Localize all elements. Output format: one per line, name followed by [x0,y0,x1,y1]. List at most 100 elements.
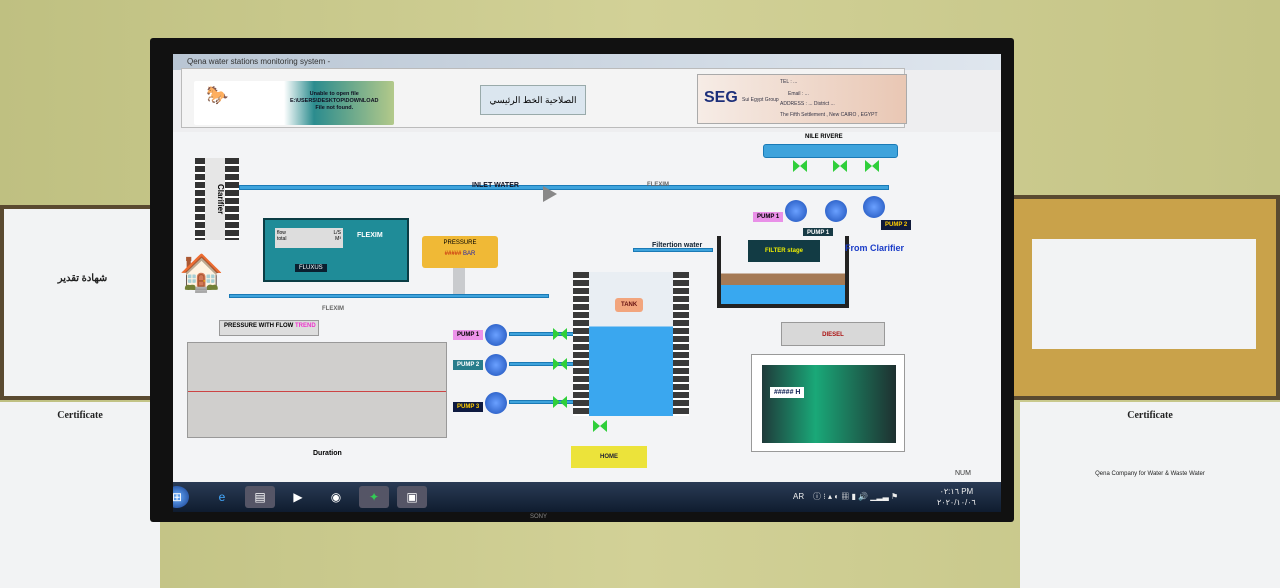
company-email: Email : ... [788,91,809,97]
scada-app-icon[interactable]: ✦ [359,486,389,508]
certificate-frame-right-top [1008,195,1280,400]
valve-icon[interactable] [793,160,807,172]
filter-stage-label: FILTER stage [748,240,820,262]
ie-icon[interactable]: e [218,490,226,504]
cert-company: Qena Company for Water & Waste Water [1095,471,1205,477]
flexim-label: FLEXIM [647,182,669,188]
inlet-pipe [239,185,889,190]
diesel-generator: ##### H [751,354,905,452]
pump-icon[interactable] [785,200,807,222]
pump-icon[interactable] [863,196,885,218]
pump-label: PUMP 3 [453,402,484,412]
pressure-unit: BAR [463,251,476,257]
nile-label: NILE RIVERE [805,134,843,140]
flow-unit: L/S [333,230,341,236]
certificate-right: Certificate Qena Company for Water & Was… [1020,402,1280,588]
chrome-icon[interactable]: ◉ [330,490,342,504]
pump-icon[interactable] [485,324,507,346]
company-card: SEG Sui Egypt Group TEL : ... Email : ..… [697,74,907,124]
flexim-logo: FLEXIM [357,232,383,239]
tank: TANK [573,272,689,416]
taskbar: ⊞ e ▤ ▶ ◉ ✦ ▣ AR ⓘ ⁝ ▴ ◐ ▦ ▮ 🔊 ▁▂▃ ⚑ ٠٢:… [173,482,1001,512]
fluxus-label: FLUXUS [295,264,327,272]
total-unit: M³ [335,236,341,242]
valve-icon[interactable] [833,160,847,172]
flow-arrow-icon [543,186,557,202]
trend-line [188,391,446,392]
num-lock-indicator: NUM [955,470,971,477]
from-clarifier-label: From Clarifier [845,243,905,253]
flow-label: flow [277,230,286,236]
pipe [509,332,579,336]
logo-icon: 🐎 [206,85,229,105]
valve-icon[interactable] [865,160,879,172]
company-location: The Fifth Settlement , New CAIRO , EGYPT [780,112,878,118]
pump-label: PUMP 2 [453,360,484,370]
cert-title: Certificate [1127,410,1173,421]
diesel-hours: ##### H [770,387,805,398]
clock-date[interactable]: ٢٠٢٠/١٠/٠٦ [937,498,976,507]
pressure-connector [453,268,465,296]
filtration-pipe [633,248,713,252]
error-panel: 🐎 Unable to open file E:\USERS\DESKTOP\D… [194,81,394,125]
valve-icon[interactable] [553,328,567,340]
cert-title: Certificate [57,410,103,421]
pump-label: PUMP 1 [803,228,834,238]
nile-intake [763,144,898,158]
pump-label: PUMP 1 [753,212,784,222]
home-button[interactable]: HOME [571,446,647,468]
pressure-panel: PRESSURE ##### BAR [422,236,498,268]
pump-icon[interactable] [825,200,847,222]
error-line: E:\USERS\DESKTOP\DOWNLOAD [290,98,379,104]
header-panel: 🐎 Unable to open file E:\USERS\DESKTOP\D… [181,68,907,128]
error-line: Unable to open file [309,91,359,97]
remote-desktop-icon[interactable]: ▣ [397,486,427,508]
tank-water [589,272,673,416]
tank-label: TANK [615,298,644,312]
fluxus-meter: flow L/S total M³ FLEXIM FLUXUS [263,218,409,282]
monitor-brand: SONY [530,514,548,520]
process-diagram: Clarifier INLET WATER FLEXIM NILE RIVERE… [173,132,1001,482]
diesel-label: DIESEL [781,322,885,346]
filtration-label: Filtertion water [652,242,703,249]
total-label: total [277,236,287,242]
chart-title: PRESSURE WITH FLOW TREND [219,320,319,336]
cert-arabic-title: شهادة تقدير [57,273,108,284]
pump-label: PUMP 2 [881,220,912,230]
window-titlebar: Qena water stations monitoring system - [173,54,1001,70]
pressure-value: ##### [444,251,462,257]
system-tray-icons[interactable]: ⓘ ⁝ ▴ ◐ ▦ ▮ 🔊 ▁▂▃ ⚑ [813,492,899,501]
pipe [509,400,579,404]
valve-icon[interactable] [553,396,567,408]
house-icon: 🏠 [179,252,224,293]
main-line-button[interactable]: الصلاحية الخط الرئيسي [480,85,586,115]
valve-icon[interactable] [553,358,567,370]
flexim-label: FLEXIM [322,306,344,312]
start-button[interactable]: ⊞ [173,486,189,508]
fluxus-display: flow L/S total M³ [275,228,343,248]
valve-icon[interactable] [593,420,607,432]
duration-label[interactable]: Duration [313,450,342,457]
certificate-frame-left-top: شهادة تقدير [0,205,165,400]
filter-basin [717,236,849,308]
pump-icon[interactable] [485,354,507,376]
company-subtitle: Sui Egypt Group [742,97,779,103]
explorer-icon[interactable]: ▤ [245,486,275,508]
inlet-label: INLET WATER [472,182,519,189]
language-indicator[interactable]: AR [793,492,805,501]
clock-time[interactable]: ٠٢:١٦ PM [939,487,974,496]
trend-chart [187,342,447,438]
media-player-icon[interactable]: ▶ [293,490,303,504]
chart-trend: TREND [295,323,316,329]
company-address: ADDRESS : ... District ... [780,101,835,107]
certificate-left: Certificate [0,402,160,588]
pressure-label: PRESSURE [443,240,477,246]
screen: Qena water stations monitoring system - … [173,54,1001,512]
pipe [509,362,579,366]
pump-icon[interactable] [485,392,507,414]
clarifier-label: Clarifier [205,158,225,240]
clarifier: Clarifier [195,158,239,240]
company-logo: SEG [704,89,738,106]
main-pipe [229,294,549,298]
company-tel: TEL : ... [780,79,798,85]
